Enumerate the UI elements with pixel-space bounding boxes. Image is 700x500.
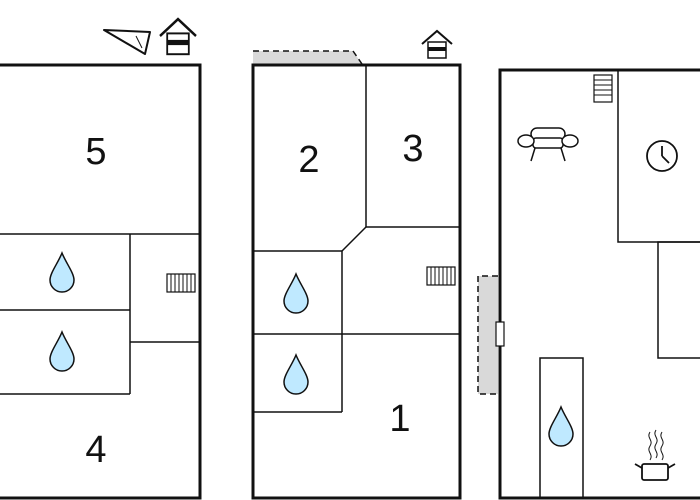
room-number-4: 4: [85, 429, 106, 471]
radiator-icon: [426, 266, 456, 286]
floor-level-icon: [421, 30, 453, 59]
cooking-pot-icon: [634, 429, 676, 481]
terrace-area: [253, 51, 362, 64]
water-drop-icon: [49, 252, 75, 293]
clock-icon: [646, 140, 678, 172]
sofa-icon: [517, 127, 579, 162]
compass-arrow-icon: [103, 29, 151, 55]
room-number-2: 2: [298, 139, 319, 181]
water-drop-icon: [548, 406, 574, 447]
room-number-1: 1: [389, 398, 410, 440]
room-number-5: 5: [85, 131, 106, 173]
right-building: [477, 68, 700, 500]
water-drop-icon: [283, 273, 309, 314]
terrace-area: [478, 276, 498, 394]
water-drop-icon: [283, 354, 309, 395]
door: [495, 321, 505, 347]
stairs-icon: [593, 74, 613, 103]
floor-level-icon: [158, 17, 198, 56]
radiator-icon: [166, 273, 196, 293]
left-building: [0, 63, 202, 500]
water-drop-icon: [49, 331, 75, 372]
middle-building: [251, 50, 462, 500]
room-number-3: 3: [402, 128, 423, 170]
